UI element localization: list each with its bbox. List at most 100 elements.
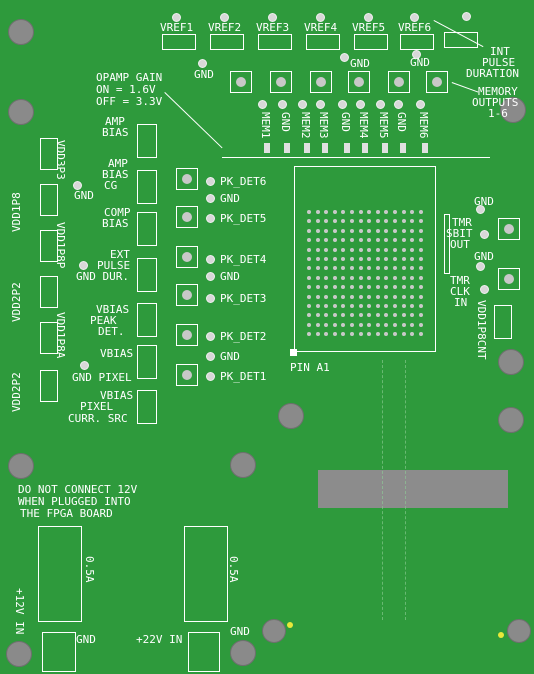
- smd-pad: [304, 143, 310, 153]
- memory-button[interactable]: [310, 71, 332, 93]
- gnd-label: GND: [74, 189, 94, 202]
- test-point[interactable]: [394, 100, 403, 109]
- bga-ball: [418, 219, 423, 224]
- gnd-dur-label: GND DUR.: [76, 270, 129, 283]
- bga-ball: [418, 332, 423, 337]
- pin-header: [137, 212, 157, 246]
- test-point[interactable]: [206, 194, 215, 203]
- bga-ball: [393, 210, 397, 214]
- test-point[interactable]: [338, 100, 347, 109]
- test-point[interactable]: [412, 50, 421, 59]
- memory-button[interactable]: [270, 71, 292, 93]
- bga-ball: [324, 294, 329, 299]
- test-point[interactable]: [206, 214, 215, 223]
- comp-bias-label-1: COMP: [104, 206, 131, 219]
- bga-ball: [324, 257, 329, 261]
- opamp-on-label: ON = 1.6V: [96, 83, 156, 96]
- test-point[interactable]: [206, 272, 215, 281]
- bga-ball: [375, 210, 380, 214]
- bga-ball: [358, 275, 363, 280]
- test-point[interactable]: [258, 100, 267, 109]
- fuse-holder: [38, 526, 82, 622]
- bga-ball: [341, 313, 346, 318]
- test-point[interactable]: [268, 13, 277, 22]
- bga-ball: [375, 313, 380, 318]
- bga-ball: [401, 247, 406, 252]
- bga-ball: [358, 304, 363, 308]
- bga-ball: [375, 219, 380, 224]
- bga-ball: [410, 332, 415, 337]
- pin-header: [137, 170, 157, 204]
- bga-ball: [367, 228, 372, 233]
- test-point[interactable]: [73, 181, 82, 190]
- bga-ball: [410, 228, 415, 233]
- test-point[interactable]: [356, 100, 365, 109]
- bga-ball: [410, 313, 415, 318]
- mem-label: MEM6: [417, 112, 430, 139]
- test-point[interactable]: [80, 361, 89, 370]
- pk-det-button[interactable]: [176, 206, 198, 228]
- test-point[interactable]: [220, 13, 229, 22]
- bga-ball: [350, 247, 354, 252]
- pk-det-button[interactable]: [176, 168, 198, 190]
- test-point[interactable]: [316, 13, 325, 22]
- memory-button[interactable]: [230, 71, 252, 93]
- smd-pad: [362, 143, 368, 153]
- test-point[interactable]: [206, 255, 215, 264]
- memory-button[interactable]: [348, 71, 370, 93]
- bga-ball: [324, 313, 329, 318]
- bga-ball: [307, 304, 311, 308]
- memory-button[interactable]: [426, 71, 448, 93]
- test-point[interactable]: [476, 205, 485, 214]
- pin-header: [137, 345, 157, 379]
- trace-bundle: [382, 360, 406, 620]
- test-point[interactable]: [206, 372, 215, 381]
- bga-ball: [358, 257, 363, 261]
- bga-ball: [410, 219, 415, 224]
- bga-ball: [358, 228, 363, 233]
- bga-ball: [358, 247, 363, 252]
- tmr-button[interactable]: [498, 218, 520, 240]
- test-point[interactable]: [364, 13, 373, 22]
- test-point[interactable]: [410, 13, 419, 22]
- memory-button[interactable]: [388, 71, 410, 93]
- vdd3p3-label: VDD3P3: [54, 140, 67, 180]
- pk-det-label: PK_DET4: [220, 253, 267, 266]
- vref-header: [210, 34, 244, 50]
- test-point[interactable]: [476, 262, 485, 271]
- mem-label: GND: [339, 112, 352, 132]
- bga-ball: [393, 247, 397, 252]
- test-point[interactable]: [376, 100, 385, 109]
- test-point[interactable]: [206, 352, 215, 361]
- test-point[interactable]: [79, 261, 88, 270]
- vref-header: [354, 34, 388, 50]
- pk-det-button[interactable]: [176, 324, 198, 346]
- mem-label: GND: [279, 112, 292, 132]
- tmr-button[interactable]: [498, 268, 520, 290]
- test-point[interactable]: [416, 100, 425, 109]
- test-point[interactable]: [480, 230, 489, 239]
- test-point[interactable]: [198, 59, 207, 68]
- bga-ball: [410, 238, 415, 243]
- test-point[interactable]: [278, 100, 287, 109]
- test-point[interactable]: [316, 100, 325, 109]
- test-point[interactable]: [462, 12, 471, 21]
- test-point[interactable]: [480, 285, 489, 294]
- test-point[interactable]: [206, 294, 215, 303]
- vdd1p8cnt-label: VDD1P8CNT: [475, 300, 488, 360]
- bga-ball: [324, 322, 329, 327]
- test-point[interactable]: [340, 53, 349, 62]
- pk-det-button[interactable]: [176, 364, 198, 386]
- pk-det-button[interactable]: [176, 284, 198, 306]
- bga-ball: [367, 322, 372, 327]
- bga-ball: [367, 332, 372, 337]
- gnd-label: GND: [194, 68, 214, 81]
- test-point[interactable]: [172, 13, 181, 22]
- test-point[interactable]: [298, 100, 307, 109]
- bga-ball: [341, 266, 346, 271]
- test-point[interactable]: [206, 332, 215, 341]
- pk-det-button[interactable]: [176, 246, 198, 268]
- test-point[interactable]: [206, 177, 215, 186]
- bga-ball: [401, 210, 406, 214]
- bga-ball: [375, 275, 380, 280]
